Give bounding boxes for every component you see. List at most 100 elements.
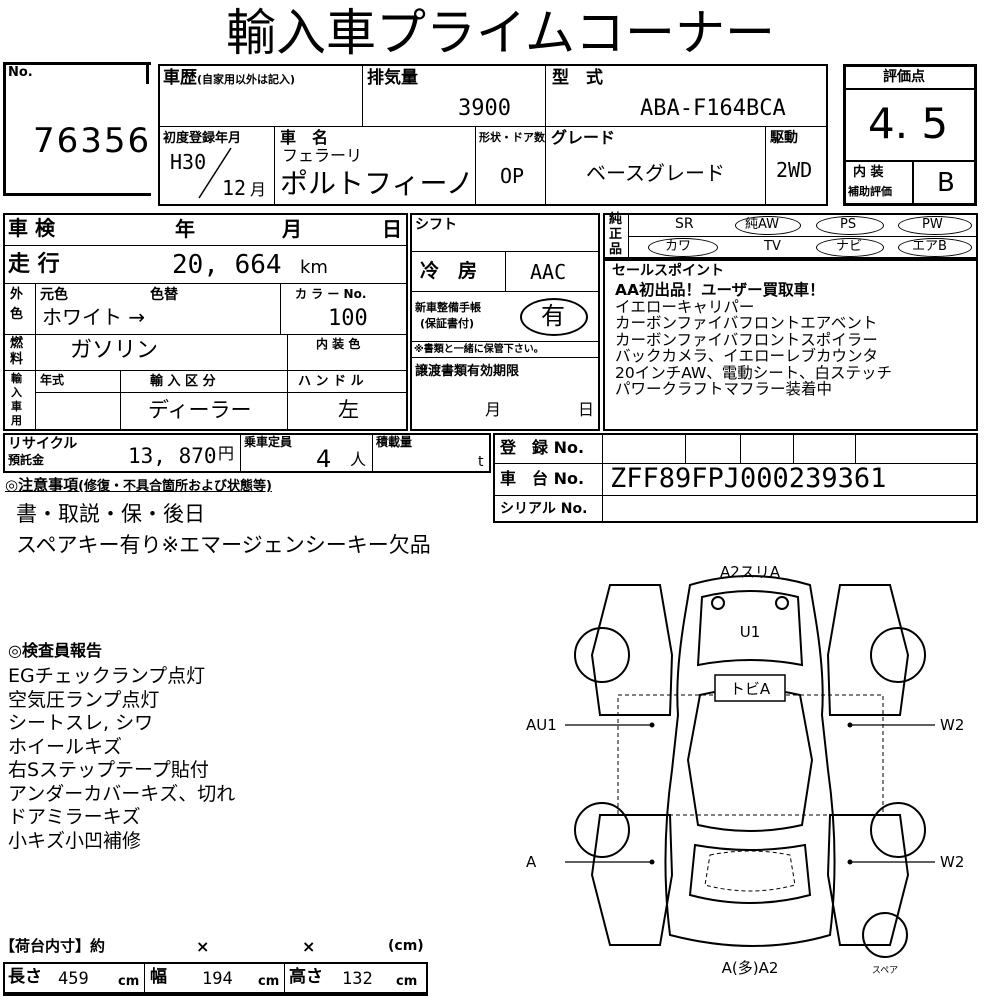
damage-right-front-label: W2	[940, 716, 964, 734]
recycle-label-2: 預託金	[8, 453, 45, 467]
cargo-x-2: ×	[302, 937, 316, 956]
import-side-2: 入	[11, 386, 22, 399]
sales-points-label: セールスポイント	[612, 263, 724, 279]
equip-pw: PW	[922, 217, 943, 232]
recycle-value: 13, 870	[128, 444, 217, 468]
registration-label: 登 録 No.	[500, 438, 585, 457]
notes-heading: ◎注意事項(修復・不具合箇所および状態等)	[5, 476, 272, 494]
model-type-value: ABA-F164BCA	[640, 96, 786, 121]
inspector-item: シートスレ, シワ	[8, 712, 154, 734]
handle-value: 左	[338, 398, 359, 422]
grade-label: グレード	[551, 128, 616, 147]
color-no-label: カ ラ ー No.	[295, 287, 367, 301]
exterior-color-side-1: 外	[10, 287, 24, 302]
color-change-label: 色替	[150, 287, 178, 303]
sales-point-line: バックカメラ、イエローレブカウンタ	[615, 347, 879, 365]
inspector-item: ホイールキズ	[8, 735, 123, 758]
inspector-heading: ◎検査員報告	[8, 641, 102, 660]
equip-leather: カワ	[665, 239, 692, 254]
equipment-label-3: 品	[609, 242, 623, 257]
sales-points-list: AA初出品！ユーザー買取車！ イエローキャリパー カーボンファイバフロントエアベ…	[615, 282, 892, 398]
chassis-label: 車 台 No.	[500, 469, 585, 488]
first-reg-month: 12	[222, 176, 247, 200]
ac-value: AAC	[530, 260, 567, 284]
car-maker: フェラーリ	[282, 146, 363, 165]
manual-note: ※書類と一緒に保管下さい。	[414, 344, 544, 355]
capacity-value: 4	[316, 445, 332, 473]
transfer-day: 日	[578, 400, 595, 419]
cargo-height: 132	[342, 969, 373, 989]
cargo-width-label: 幅	[150, 967, 167, 987]
damage-bottom-label: A(多)A2	[722, 959, 779, 977]
inspector-item: アンダーカバーキズ、切れ	[8, 782, 236, 805]
sales-point-line: カーボンファイバフロントスポイラー	[615, 330, 878, 349]
load-unit: t	[478, 454, 484, 470]
inspection-month: 月	[282, 217, 302, 241]
damage-right-rear-label: W2	[940, 853, 964, 871]
damage-top-label: A2スリA	[720, 563, 781, 581]
inspection-day: 日	[382, 217, 402, 241]
capacity-label: 乗車定員	[244, 435, 293, 449]
import-category-label: 輸 入 区 分	[150, 374, 216, 389]
cargo-label: 【荷台内寸】約	[0, 937, 106, 955]
color-no-value: 100	[328, 306, 368, 331]
evaluation-score: 4. 5	[868, 99, 949, 148]
no-box	[3, 62, 151, 196]
mileage-unit: km	[300, 257, 328, 278]
displacement-label: 排気量	[367, 68, 418, 88]
load-label: 積載量	[376, 435, 413, 449]
manual-label-1: 新車整備手帳	[415, 301, 481, 314]
equip-ps: PS	[840, 217, 857, 232]
ac-label: 冷 房	[420, 260, 478, 282]
equip-navi: ナビ	[836, 239, 863, 254]
equip-tv: TV	[764, 239, 781, 254]
sales-point-line: パワークラフトマフラー装着中	[615, 380, 833, 398]
transfer-label: 譲渡書類有効期限	[415, 364, 520, 379]
evaluation-box	[843, 64, 977, 206]
equip-alloy-wheels: 純AW	[745, 217, 780, 232]
first-reg-label: 初度登録年月	[163, 131, 242, 146]
fuel-side-2: 料	[10, 352, 24, 367]
notes-line-1: 書・取説・保・後日	[16, 502, 205, 526]
cargo-height-label: 高さ	[289, 967, 323, 987]
inspector-item: 右Sステップテープ貼付	[8, 759, 209, 781]
equip-ps-circle	[816, 216, 884, 235]
registration-block	[493, 433, 978, 523]
cargo-x-1: ×	[196, 937, 210, 956]
shift-block	[410, 213, 600, 431]
inspector-item: 空気圧ランプ点灯	[8, 688, 160, 711]
exterior-color-value: ホワイト →	[42, 305, 146, 329]
first-reg-month-unit: 月	[250, 180, 267, 199]
inspector-item: 小キズ小凹補修	[8, 829, 142, 852]
equipment-label-1: 純	[609, 212, 623, 227]
notes-line-2: スペアキー有り※エマージェンシーキー欠品	[16, 533, 431, 557]
equip-leather-circle	[648, 238, 718, 257]
history-label: 車歴(自家用以外は記入)	[163, 68, 296, 88]
equip-sr: SR	[675, 216, 694, 232]
sales-point-line: AA初出品！ユーザー買取車！	[615, 281, 825, 299]
damage-left-rear-label: A	[526, 853, 537, 871]
cargo-box	[3, 962, 428, 994]
interior-eval-label-1: 内 装	[853, 165, 884, 180]
shift-label: シフト	[415, 217, 457, 233]
import-category-value: ディーラー	[148, 398, 252, 422]
spare-label: スペア	[872, 966, 898, 976]
equip-airbag: エアB	[912, 239, 947, 254]
cargo-width-unit: cm	[258, 974, 280, 989]
car-model: ポルトフィーノ	[280, 167, 474, 200]
vehicle-info-block	[158, 64, 828, 206]
inspector-item: ドアミラーキズ	[8, 806, 141, 828]
mileage-value: 20, 664	[172, 250, 282, 280]
inspection-year: 年	[175, 217, 195, 241]
handle-label: ハ ン ド ル	[298, 374, 364, 389]
evaluation-label: 評価点	[883, 69, 925, 85]
details-block	[3, 213, 408, 431]
model-type-label: 型 式	[552, 68, 603, 88]
inspection-label: 車 検	[8, 216, 55, 240]
fuel-side-1: 燃	[10, 336, 24, 351]
model-year-label: 年式	[40, 373, 65, 387]
cargo-length-unit: cm	[118, 974, 140, 989]
equipment-label-2: 正	[609, 227, 623, 242]
sales-points-box	[603, 259, 978, 431]
equip-navi-circle	[816, 238, 884, 257]
